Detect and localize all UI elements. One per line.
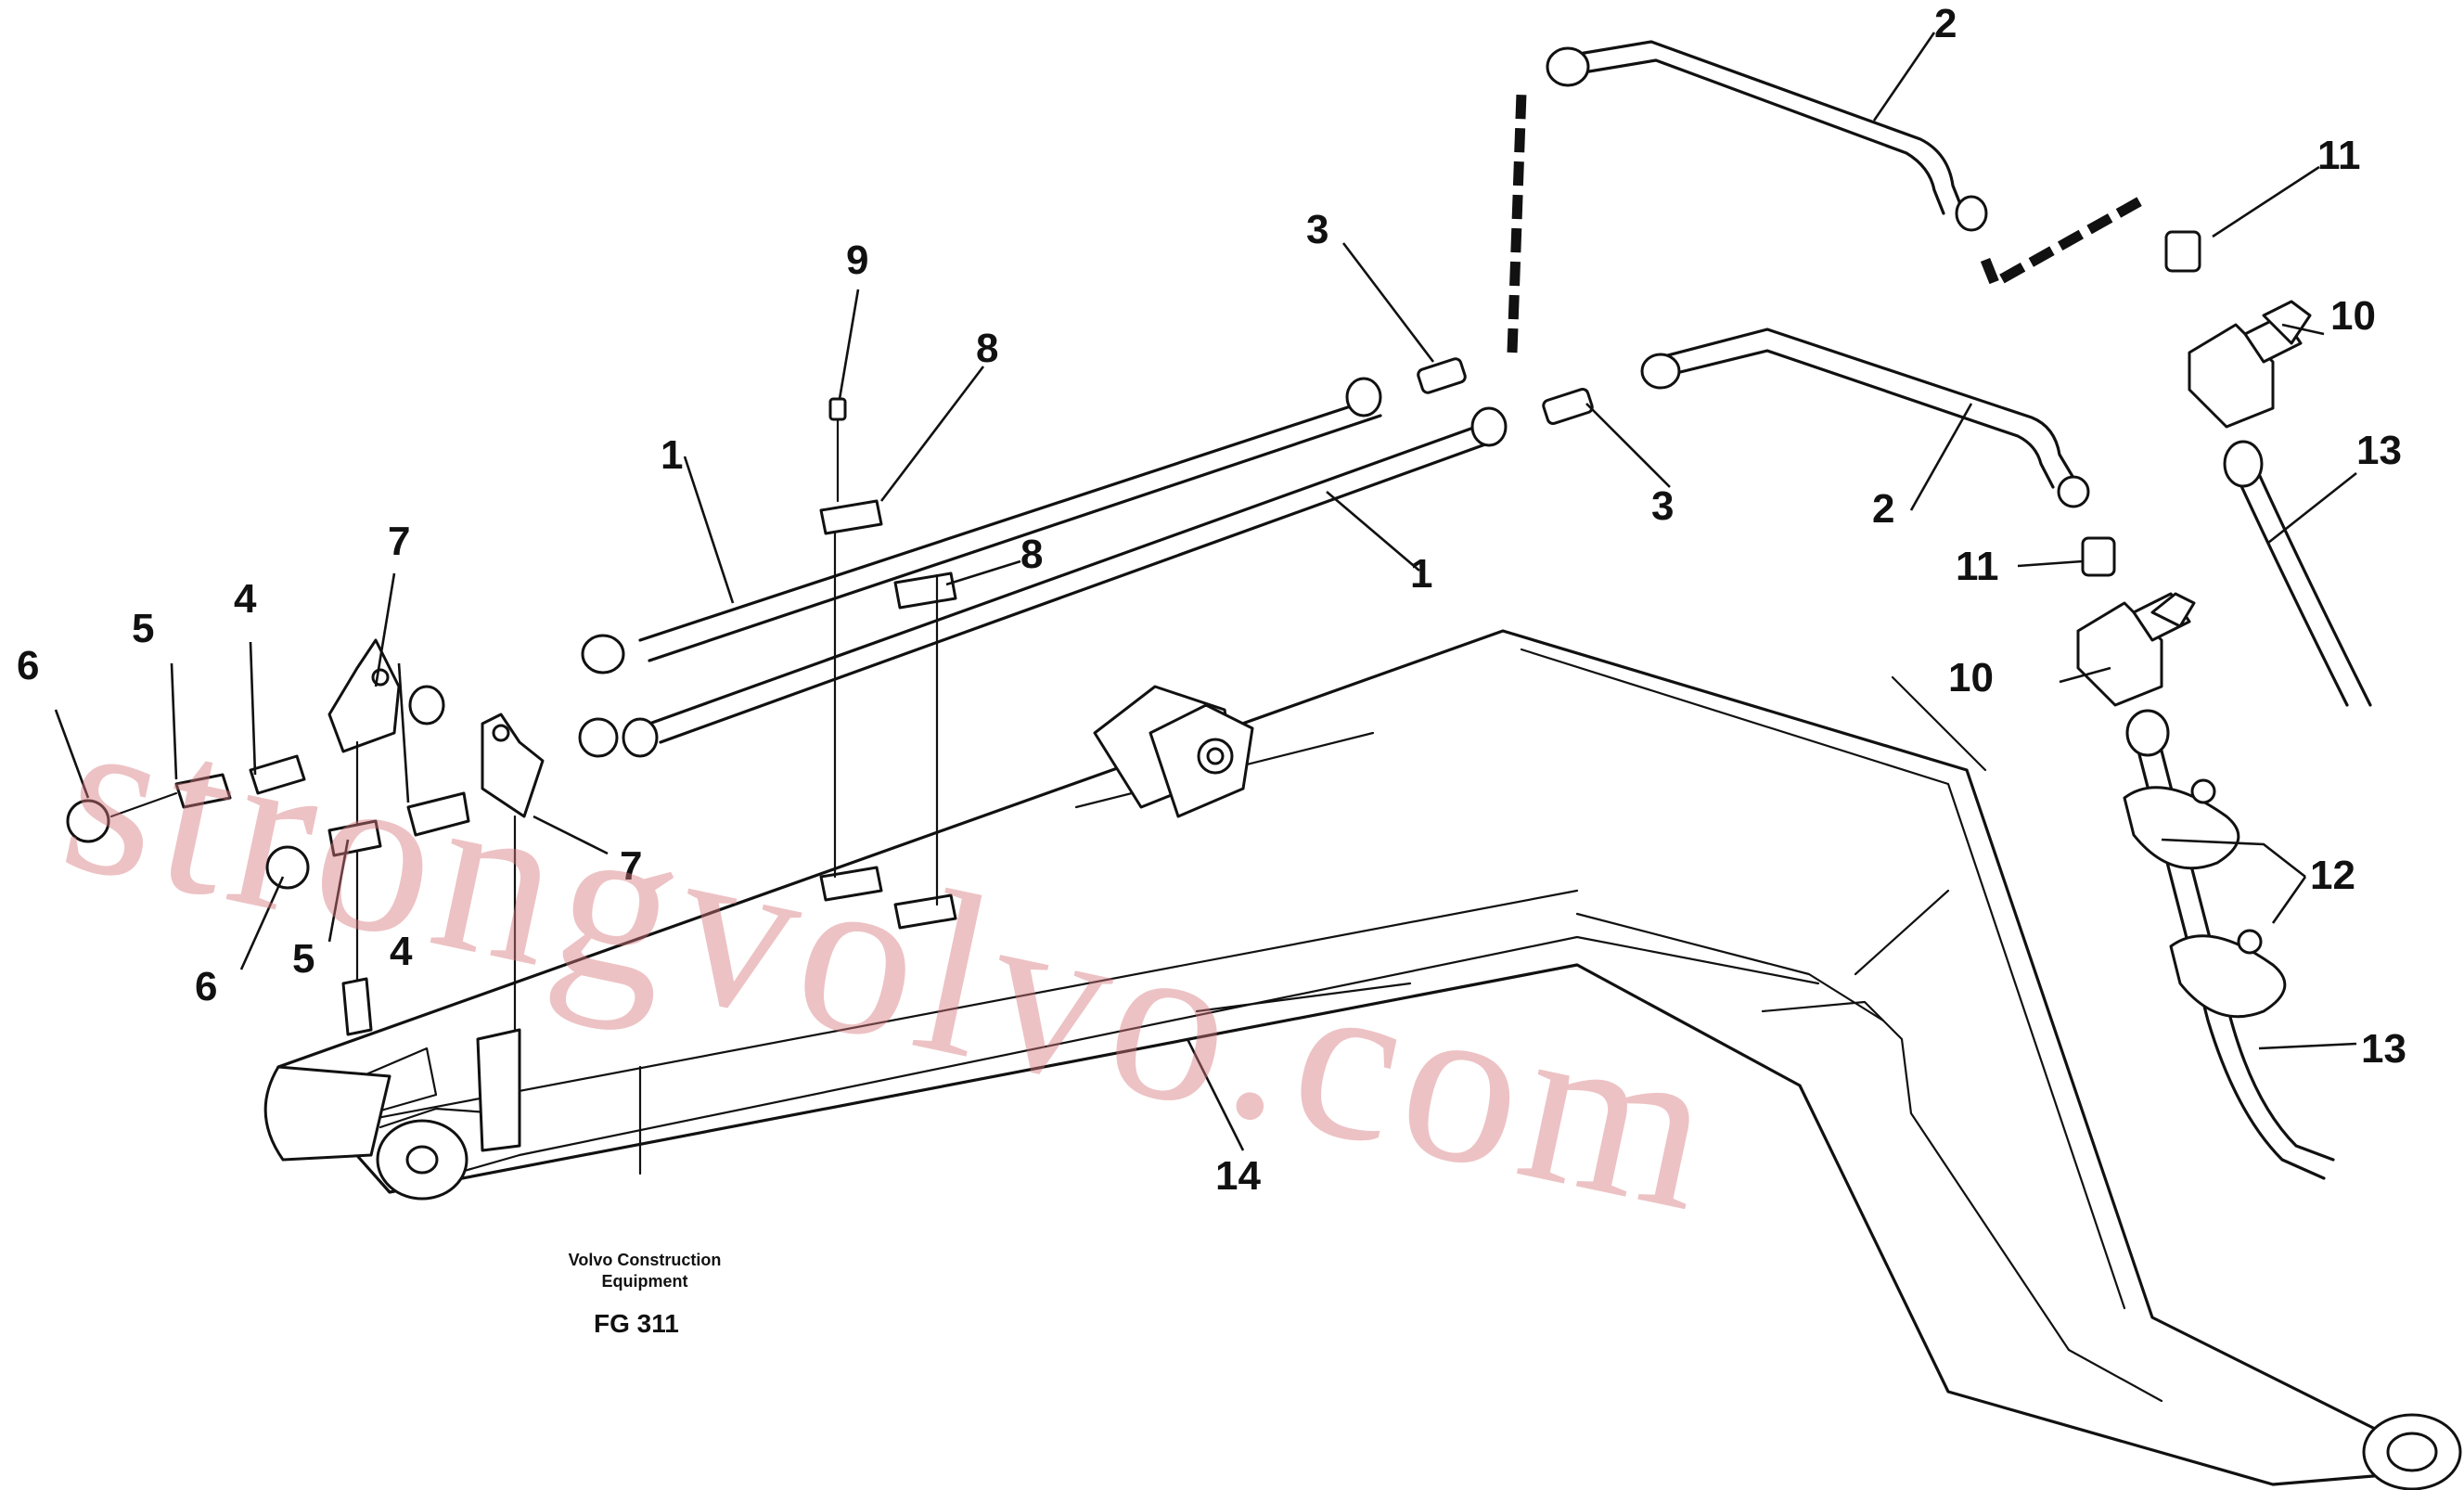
callout-6-upper: 6 [17, 643, 39, 688]
callout-numbers: 1 1 2 2 3 3 4 4 5 5 6 6 7 7 8 8 9 10 10 … [17, 1, 2406, 1199]
company-name-line2: Equipment [602, 1272, 688, 1291]
hose-clamp-lower [2169, 929, 2287, 1019]
boom-foot-pivot [263, 1065, 503, 1201]
boom-nose-pivot [2362, 1413, 2462, 1490]
tee-block-lower [2076, 592, 2196, 707]
callout-11-lower: 11 [1956, 544, 1999, 589]
clamp-screw [828, 397, 847, 503]
hose-right [2223, 440, 2372, 707]
figure-code: FG 311 [594, 1309, 679, 1338]
left-end-fittings-upper [66, 634, 659, 843]
pipe-clamp-lower [893, 572, 957, 930]
callout-12: 12 [2310, 853, 2355, 898]
cylinder-lug [1093, 685, 1254, 818]
leader-lines [54, 32, 2357, 1151]
pipe-bent-lower [1659, 328, 2075, 489]
callout-1-lower: 1 [1410, 551, 1432, 597]
callout-1-upper: 1 [661, 432, 683, 478]
hose-dashed-right [1980, 195, 2146, 290]
callout-9: 9 [846, 238, 868, 283]
adapter-fitting [1417, 230, 2201, 577]
callout-4-lower: 4 [390, 929, 413, 974]
company-name-line1: Volvo Construction [569, 1251, 722, 1269]
callout-14: 14 [1215, 1153, 1261, 1199]
callout-2-upper: 2 [1934, 1, 1957, 46]
callout-13-upper: 13 [2356, 428, 2402, 473]
callout-13-lower: 13 [2361, 1026, 2406, 1072]
tee-block-upper [2188, 300, 2312, 429]
callout-2-lower: 2 [1872, 486, 1894, 532]
figure-footer: Volvo Construction Equipment FG 311 [569, 1251, 722, 1338]
hose-lower [2125, 709, 2335, 1180]
callout-5-lower: 5 [292, 936, 314, 982]
callout-10-upper: 10 [2330, 293, 2376, 339]
callout-6-lower: 6 [195, 964, 217, 1009]
pipe-bent-upper [1566, 40, 1964, 215]
nut-fitting [1345, 46, 2090, 508]
callout-7-upper: 7 [388, 519, 410, 564]
hose-dashed-left [1507, 92, 1527, 353]
bracket-lower [476, 713, 545, 1152]
callout-3-lower: 3 [1651, 483, 1674, 529]
callout-8-lower: 8 [1020, 532, 1043, 577]
callout-4-upper: 4 [234, 576, 257, 622]
callout-8-upper: 8 [976, 326, 998, 371]
left-end-fittings-lower [265, 791, 470, 890]
callout-5-upper: 5 [132, 606, 154, 651]
hose-clamp-upper [2123, 778, 2240, 870]
pipe-upper [638, 397, 1382, 662]
watermark: strongvolvo.com [45, 662, 1739, 1262]
callout-7-lower: 7 [620, 843, 642, 889]
bracket-upper [327, 638, 401, 1036]
pipe-clamp-upper [819, 499, 883, 902]
callout-3-upper: 3 [1306, 207, 1328, 252]
callout-11-upper: 11 [2317, 133, 2361, 178]
callout-10-lower: 10 [1948, 655, 1994, 700]
pipe-lower [648, 420, 1497, 744]
